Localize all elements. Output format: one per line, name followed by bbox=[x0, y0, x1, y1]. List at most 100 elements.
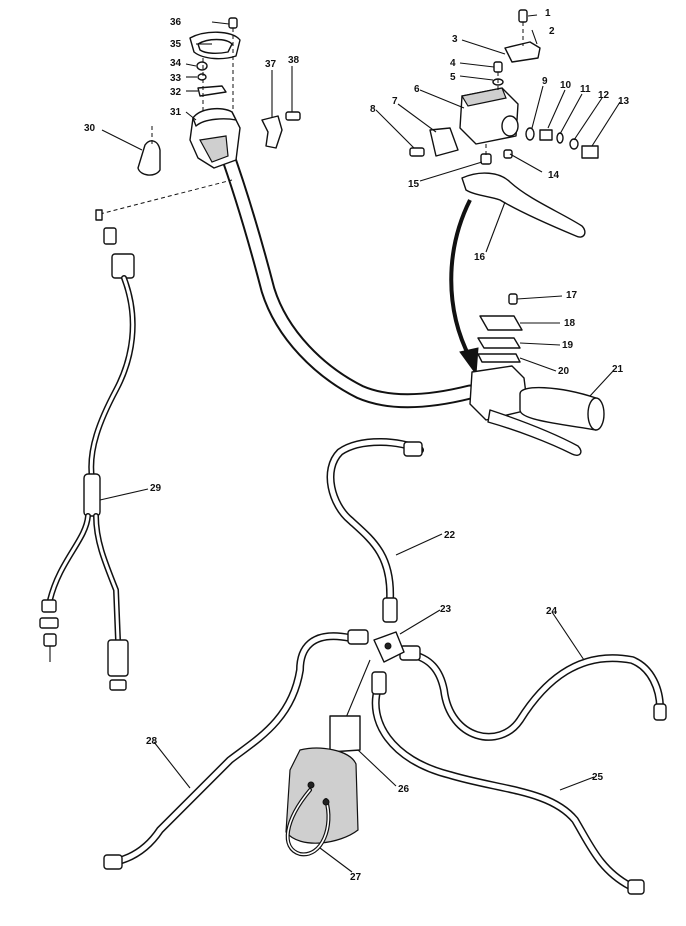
cover-screw bbox=[228, 17, 238, 29]
cable-end-a1 bbox=[41, 599, 57, 613]
handlebar bbox=[217, 140, 478, 409]
callout-31: 31 bbox=[170, 107, 182, 118]
callout-24: 24 bbox=[546, 606, 558, 617]
assembly-arrow bbox=[449, 199, 479, 376]
master-cylinder-top bbox=[461, 87, 507, 107]
washer-34 bbox=[196, 61, 208, 71]
callout-29: 29 bbox=[150, 483, 162, 494]
cable-adjuster bbox=[111, 253, 135, 279]
spring-10 bbox=[539, 129, 553, 141]
hose-25-end bbox=[627, 879, 645, 895]
clamp-2 bbox=[504, 41, 541, 63]
clamp-27-pin-a bbox=[307, 781, 315, 789]
washer-12 bbox=[569, 138, 579, 150]
throttle-cable-29 bbox=[39, 179, 233, 691]
hose-28-fitting bbox=[347, 629, 369, 645]
screw-8 bbox=[409, 147, 425, 157]
bracket-26-tab bbox=[329, 715, 361, 753]
throttle-housing-assembly bbox=[137, 17, 301, 176]
bolt-13 bbox=[581, 145, 599, 159]
callout-15: 15 bbox=[408, 179, 420, 190]
clamp-27-pin-b bbox=[322, 798, 330, 806]
bracket-37 bbox=[261, 115, 283, 149]
callout-6: 6 bbox=[414, 84, 420, 95]
callout-11: 11 bbox=[580, 84, 591, 95]
callout-32: 32 bbox=[170, 87, 182, 98]
brake-hoses bbox=[103, 438, 667, 895]
throttle-housing-rim bbox=[192, 107, 237, 127]
callout-numbers: 1 2 3 4 5 6 7 8 9 10 11 12 13 14 15 16 1… bbox=[84, 8, 630, 883]
callout-26: 26 bbox=[398, 784, 410, 795]
callout-28: 28 bbox=[146, 736, 158, 747]
callout-5: 5 bbox=[450, 72, 456, 83]
callout-38: 38 bbox=[288, 55, 300, 66]
throttle-housing-face bbox=[199, 135, 229, 163]
hose-22-fitting-bottom bbox=[382, 597, 398, 623]
cable-end-b2 bbox=[109, 679, 127, 691]
callout-35: 35 bbox=[170, 39, 182, 50]
callout-30: 30 bbox=[84, 123, 96, 134]
callout-21: 21 bbox=[612, 364, 624, 375]
callout-20: 20 bbox=[558, 366, 570, 377]
mounting-bracket bbox=[285, 659, 371, 857]
callout-9: 9 bbox=[542, 76, 548, 87]
throttle-lever-30 bbox=[137, 140, 161, 176]
brake-lever-installed bbox=[487, 409, 582, 456]
callout-16: 16 bbox=[474, 252, 486, 263]
callout-8: 8 bbox=[370, 104, 376, 115]
screw-38 bbox=[285, 111, 301, 121]
cable-end-a3 bbox=[43, 633, 57, 647]
callout-27: 27 bbox=[350, 872, 362, 883]
throttle-cover-inner bbox=[197, 38, 233, 55]
callout-2: 2 bbox=[549, 26, 555, 37]
hose-24-end bbox=[653, 703, 667, 721]
cable-end-b1 bbox=[107, 639, 129, 677]
screw-4 bbox=[493, 61, 503, 73]
washer-11 bbox=[556, 132, 564, 144]
master-cylinder-bore bbox=[501, 115, 519, 137]
hose-28-end bbox=[103, 854, 123, 870]
fitting-15 bbox=[480, 153, 492, 165]
screw-17 bbox=[508, 293, 518, 305]
callout-1: 1 bbox=[545, 8, 551, 19]
callout-14: 14 bbox=[548, 170, 560, 181]
grip-assembly bbox=[469, 293, 605, 456]
callout-13: 13 bbox=[618, 96, 630, 107]
master-cylinder-assembly bbox=[409, 9, 599, 238]
screw-1 bbox=[518, 9, 528, 23]
callout-7: 7 bbox=[392, 96, 398, 107]
bracket-26-plate bbox=[285, 747, 359, 844]
callout-22: 22 bbox=[444, 530, 456, 541]
callout-10: 10 bbox=[560, 80, 572, 91]
seal-9 bbox=[525, 127, 535, 141]
cable-junction bbox=[83, 473, 101, 517]
callout-12: 12 bbox=[598, 90, 610, 101]
gasket-19 bbox=[477, 337, 521, 349]
callout-leaders bbox=[99, 14, 621, 873]
callout-18: 18 bbox=[564, 318, 576, 329]
brake-lever-16 bbox=[461, 172, 586, 238]
throttle-lever-32 bbox=[197, 85, 227, 97]
callout-33: 33 bbox=[170, 73, 182, 84]
callout-4: 4 bbox=[450, 58, 456, 69]
bracket-7 bbox=[429, 127, 459, 157]
cable-fitting bbox=[103, 227, 117, 245]
callout-37: 37 bbox=[265, 59, 277, 70]
callout-3: 3 bbox=[452, 34, 458, 45]
washer-33 bbox=[197, 73, 207, 81]
junction-bolt bbox=[384, 642, 392, 650]
handgrip-end bbox=[587, 397, 605, 431]
diaphragm-20 bbox=[477, 353, 521, 363]
callout-25: 25 bbox=[592, 772, 604, 783]
pin-14 bbox=[503, 149, 513, 159]
cable-end bbox=[95, 209, 103, 221]
cable-end-a2 bbox=[39, 617, 59, 629]
handgrip-21 bbox=[519, 386, 597, 431]
callout-17: 17 bbox=[566, 290, 578, 301]
hose-25-fitting bbox=[371, 671, 387, 695]
hose-22-fitting-top bbox=[403, 441, 423, 457]
callout-23: 23 bbox=[440, 604, 452, 615]
grip-housing bbox=[469, 365, 529, 421]
callout-34: 34 bbox=[170, 58, 182, 69]
